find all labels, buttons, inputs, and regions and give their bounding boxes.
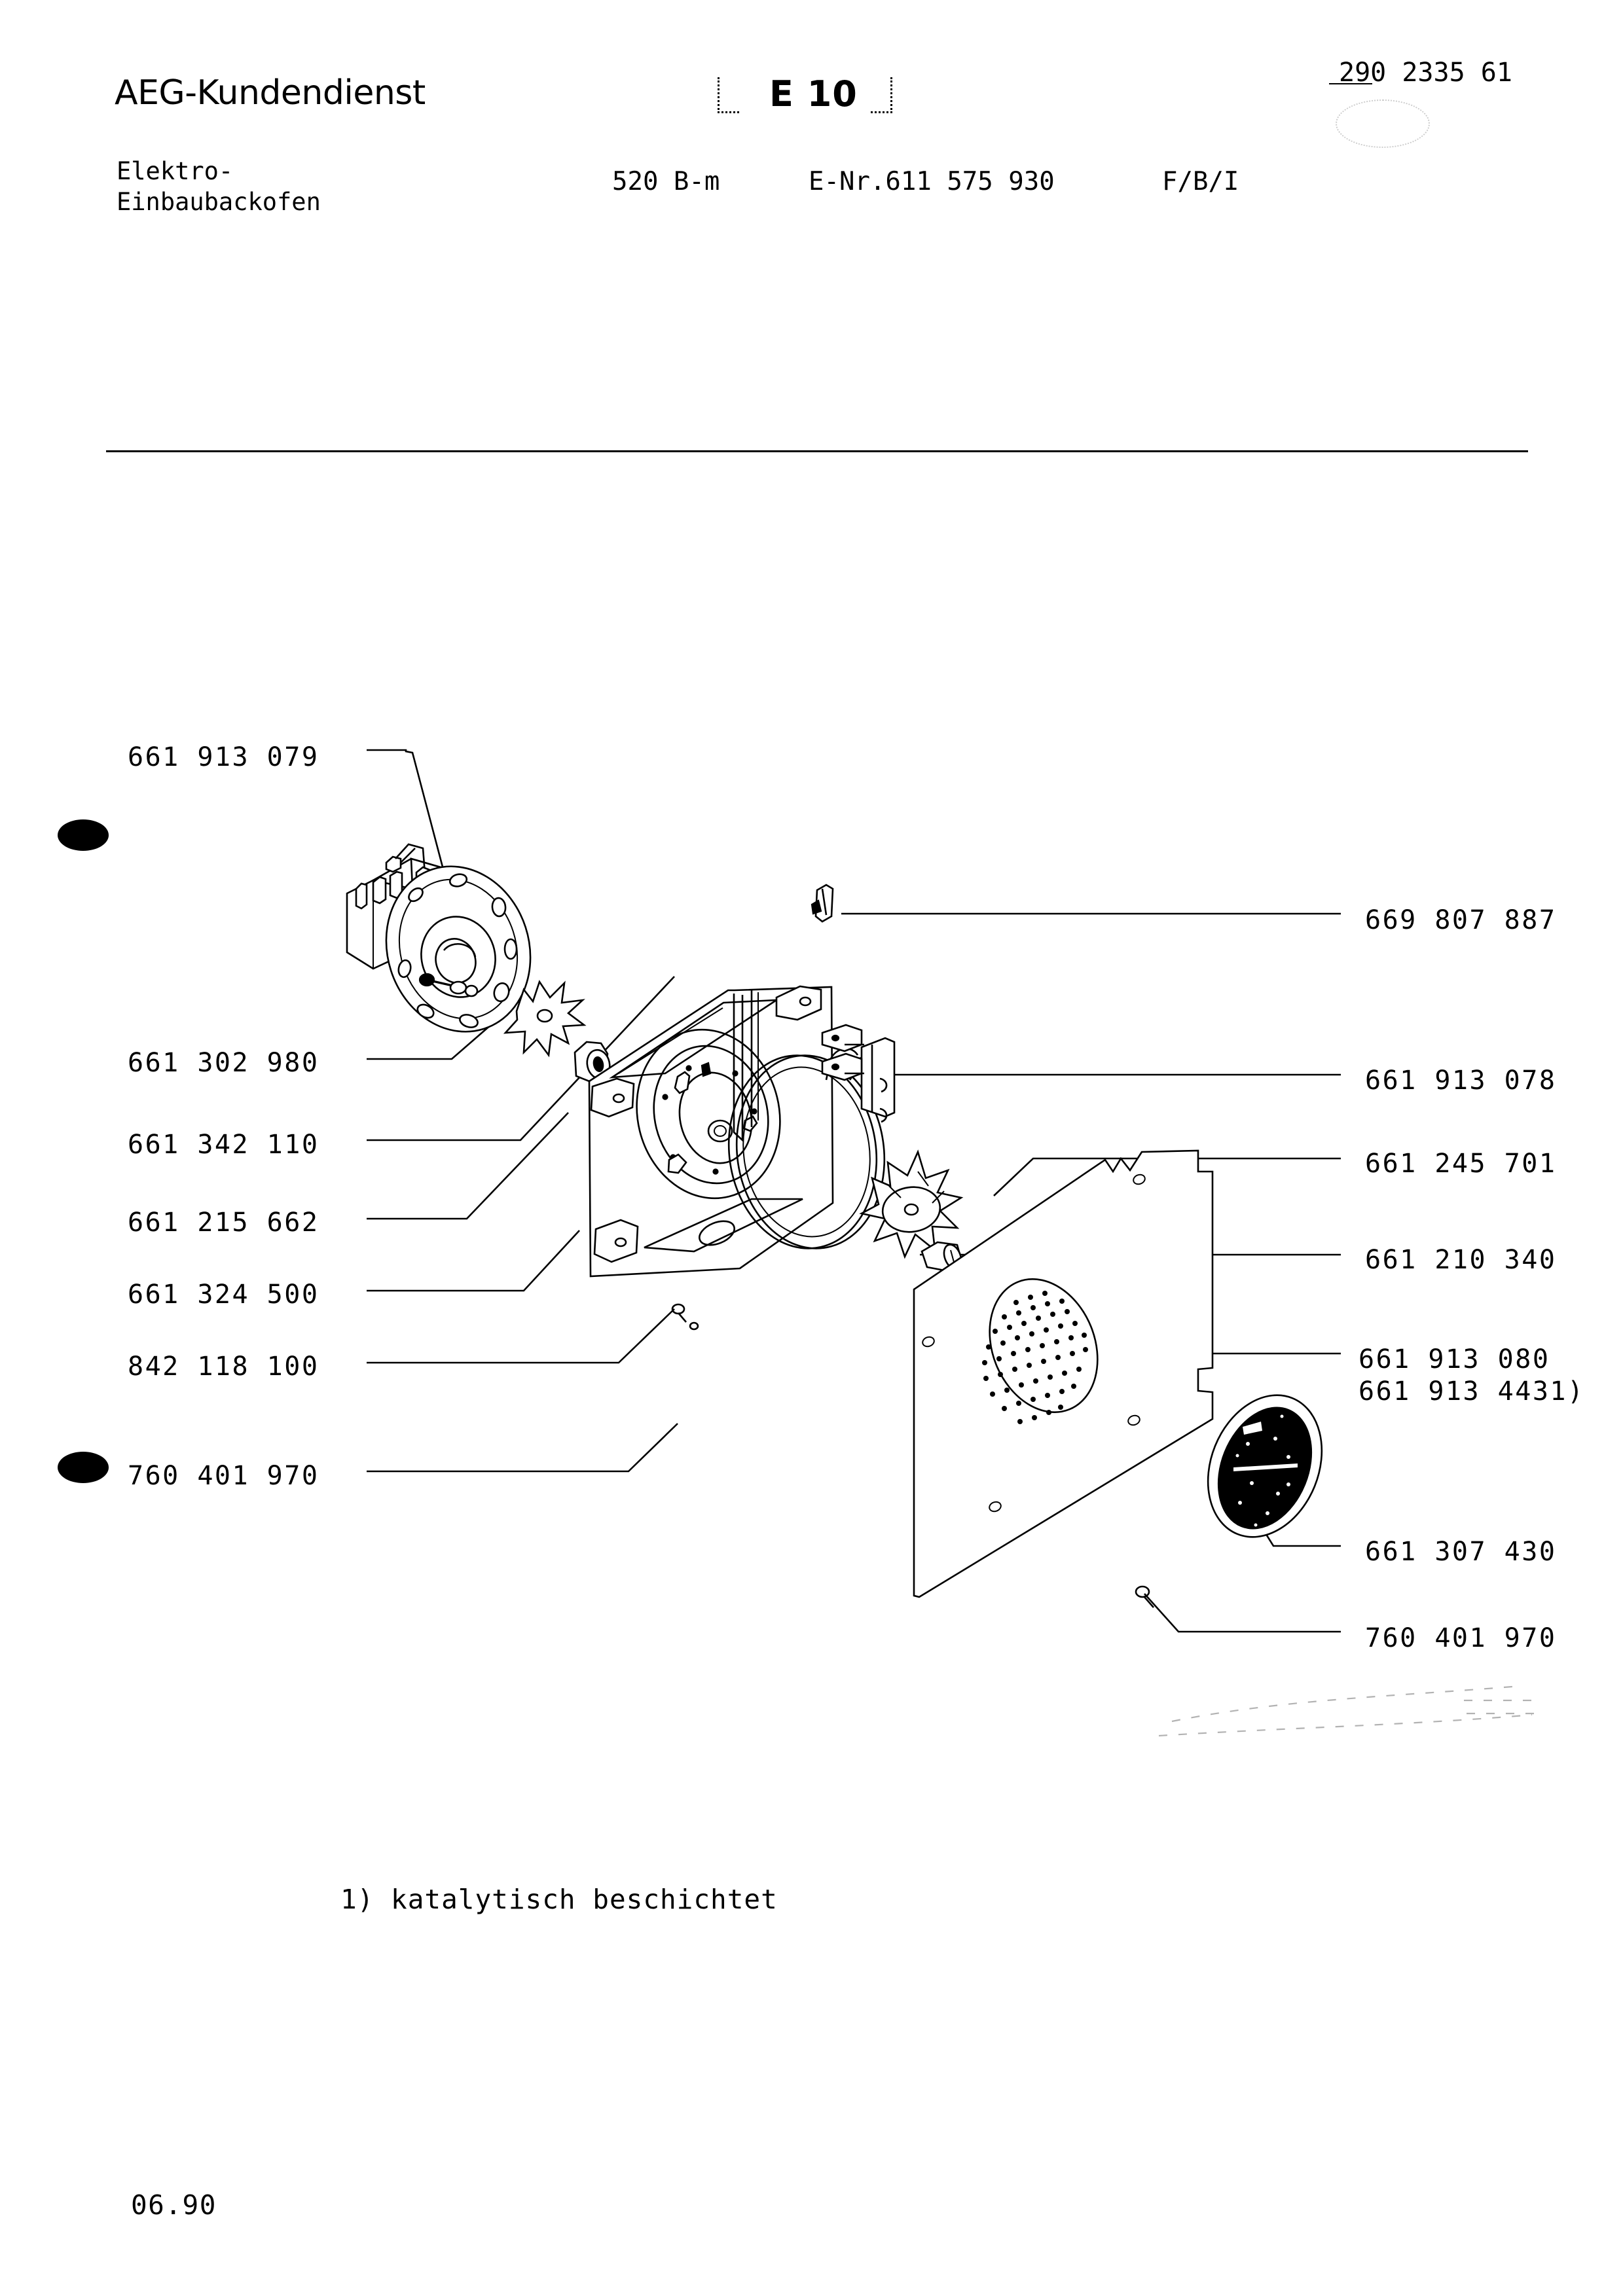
document-number-underline xyxy=(1329,83,1372,84)
part-number-callout: 661 913 078 xyxy=(1365,1066,1557,1096)
footnote-text: 1) katalytisch beschichtet xyxy=(340,1884,778,1915)
margin-punch-mark xyxy=(58,1452,109,1483)
spacer-sleeve xyxy=(921,1241,962,1272)
date-stamp: 06.90 xyxy=(131,2189,217,2221)
sheet-code-bracket-left xyxy=(718,77,739,113)
document-number: 290 2335 61 xyxy=(1339,58,1512,88)
perforated-rear-wall-panel xyxy=(913,1149,1214,1598)
part-number-callout: 661 307 430 xyxy=(1365,1537,1557,1567)
fan-motor-assembly xyxy=(346,843,532,1033)
part-number-callout: 842 118 100 xyxy=(128,1352,319,1382)
circular-heating-element xyxy=(727,1024,896,1249)
brand-title: AEG-Kundendienst xyxy=(115,73,426,113)
part-number-callout: 661 342 110 xyxy=(128,1130,319,1160)
motor-cooling-impeller xyxy=(503,980,587,1058)
shaft-bushing xyxy=(574,1041,611,1083)
part-number-callout: 661 245 701 xyxy=(1365,1149,1557,1179)
part-number-callout-line2: 661 913 443 xyxy=(1359,1376,1550,1407)
part-number-callout: 669 807 887 xyxy=(1365,905,1557,935)
sheet-code-bracket-right xyxy=(871,77,892,113)
retaining-clip xyxy=(811,884,834,923)
product-subject: Elektro- Einbaubackofen xyxy=(117,156,321,218)
catalytic-filter-disc xyxy=(1207,1394,1323,1538)
part-number-callout: 661 913 079 xyxy=(128,742,319,772)
part-number-callout: 661 210 340 xyxy=(1365,1245,1557,1275)
leader-lines-left xyxy=(367,749,678,1473)
scan-smudge-artifact xyxy=(1336,99,1430,148)
fan-blade-impeller xyxy=(859,1149,964,1259)
part-number-callout-pair: 661 913 080 661 913 4431) xyxy=(1359,1344,1585,1408)
fan-mounting-plate xyxy=(588,985,834,1278)
e-number: E-Nr.611 575 930 xyxy=(809,167,1055,196)
leader-lines-right xyxy=(841,912,1341,1633)
filter-speckle-texture xyxy=(1233,1414,1298,1527)
part-number-callout: 760 401 970 xyxy=(1365,1623,1557,1653)
product-subject-line2: Einbaubackofen xyxy=(117,188,321,217)
scan-ghost-artifact xyxy=(1158,1685,1540,1737)
sheet-code: E 10 xyxy=(769,73,858,115)
product-subject-line1: Elektro- xyxy=(117,157,234,185)
part-number-callout: 661 324 500 xyxy=(128,1280,319,1310)
header-divider-rule xyxy=(106,450,1528,452)
footnote-marker: 1) xyxy=(1550,1376,1585,1407)
margin-punch-mark xyxy=(58,819,109,851)
market-code: F/B/I xyxy=(1162,167,1239,196)
part-number-callout-line1: 661 913 080 xyxy=(1359,1344,1550,1374)
model-code: 520 B-m xyxy=(612,167,720,196)
panel-perforation-grid xyxy=(982,1291,1088,1424)
mounting-screw xyxy=(671,1303,1154,1608)
part-number-callout: 760 401 970 xyxy=(128,1461,319,1491)
part-number-callout: 661 215 662 xyxy=(128,1208,319,1238)
part-number-callout: 661 302 980 xyxy=(128,1048,319,1078)
